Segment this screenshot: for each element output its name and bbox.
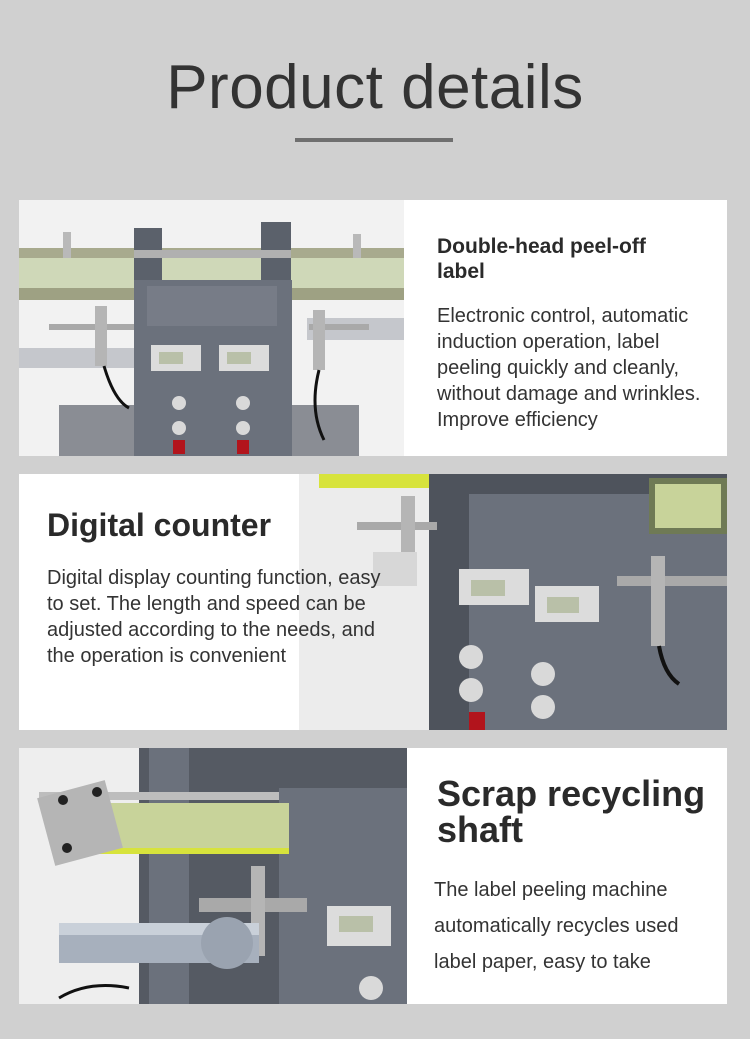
feature-heading: Double-head peel-off label (437, 235, 646, 283)
feature-heading: Digital counter (47, 507, 272, 543)
feature-description: The label peeling machine automatically … (434, 879, 679, 973)
digital-counter-photo (299, 474, 727, 730)
title-underline (295, 138, 453, 142)
feature-card-digital-counter: Digital counter Digital display counting… (19, 474, 727, 730)
feature-card-scrap-recycling: Scrap recycling shaft The label peeling … (19, 748, 727, 1004)
page-title: Product details (166, 53, 584, 122)
feature-heading: Scrap recycling shaft (437, 773, 706, 850)
feature-description: Electronic control, automatic induction … (437, 305, 701, 431)
feature-description: Digital display counting function, easy … (47, 567, 381, 667)
recycling-shaft-photo (19, 748, 407, 1004)
feature-card-double-head: Double-head peel-off label Electronic co… (19, 200, 727, 456)
double-head-machine-photo (19, 200, 404, 456)
